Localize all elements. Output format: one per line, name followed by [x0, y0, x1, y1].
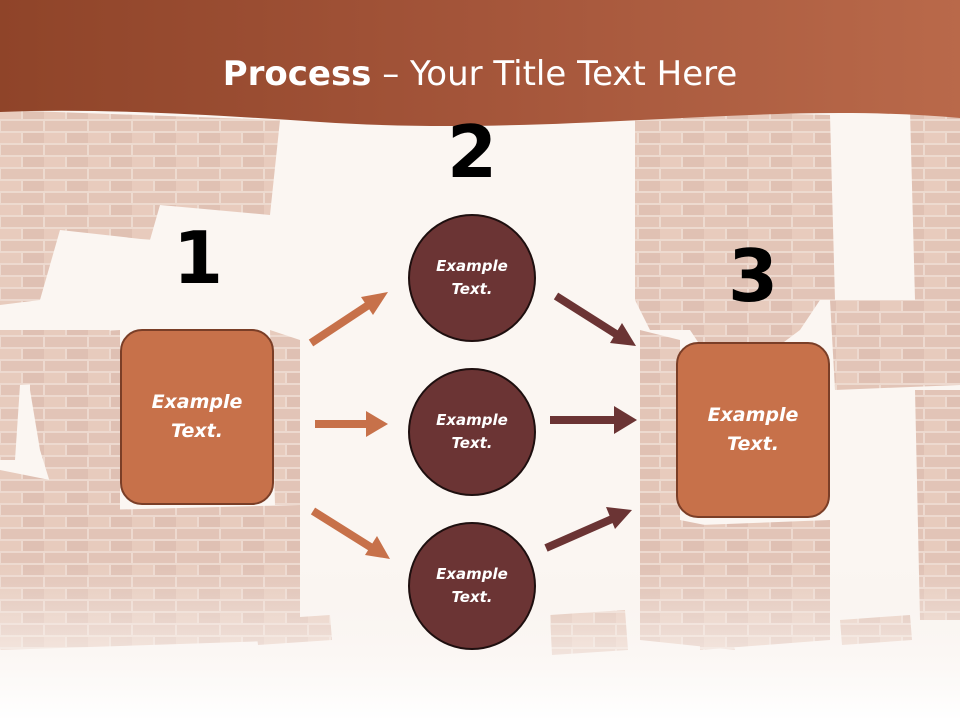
step-box-1: Example Text. — [120, 329, 274, 505]
step-box-3-line2: Text. — [727, 433, 779, 455]
step-circle-1-line2: Text. — [451, 280, 493, 298]
step-circle-1: Example Text. — [408, 214, 536, 342]
step-circle-2-line1: Example — [436, 411, 508, 429]
arrow-circle3-to-box3 — [544, 515, 614, 552]
step-number-3: 3 — [727, 234, 779, 318]
step-box-1-line1: Example — [151, 391, 243, 413]
arrowhead — [366, 411, 388, 437]
arrow-circle1-to-box3 — [553, 292, 619, 338]
arrows-right — [544, 292, 637, 552]
step-circle-3-line1: Example — [436, 565, 508, 583]
step-box-3-line1: Example — [707, 404, 799, 426]
step-circle-3-line2: Text. — [451, 588, 493, 606]
arrows-left — [308, 292, 390, 559]
step-circle-2: Example Text. — [408, 368, 536, 496]
step-number-2: 2 — [446, 110, 498, 194]
arrow-box1-to-circle1 — [308, 300, 373, 347]
step-circle-2-line2: Text. — [451, 434, 493, 452]
arrowhead — [614, 406, 637, 434]
arrowhead — [361, 292, 388, 315]
arrowhead — [365, 536, 390, 559]
slide-title: Process – Your Title Text Here — [0, 52, 960, 96]
step-box-3: Example Text. — [676, 342, 830, 518]
step-number-1: 1 — [172, 216, 224, 300]
title-strong: Process — [222, 54, 372, 94]
arrowhead — [606, 507, 632, 529]
step-box-1-line2: Text. — [171, 420, 223, 442]
arrowhead — [610, 323, 636, 346]
arrow-box1-to-circle3 — [310, 507, 375, 552]
step-circle-1-line1: Example — [436, 257, 508, 275]
title-rest: – Your Title Text Here — [371, 54, 738, 94]
header-band — [0, 0, 960, 127]
step-circle-3: Example Text. — [408, 522, 536, 650]
